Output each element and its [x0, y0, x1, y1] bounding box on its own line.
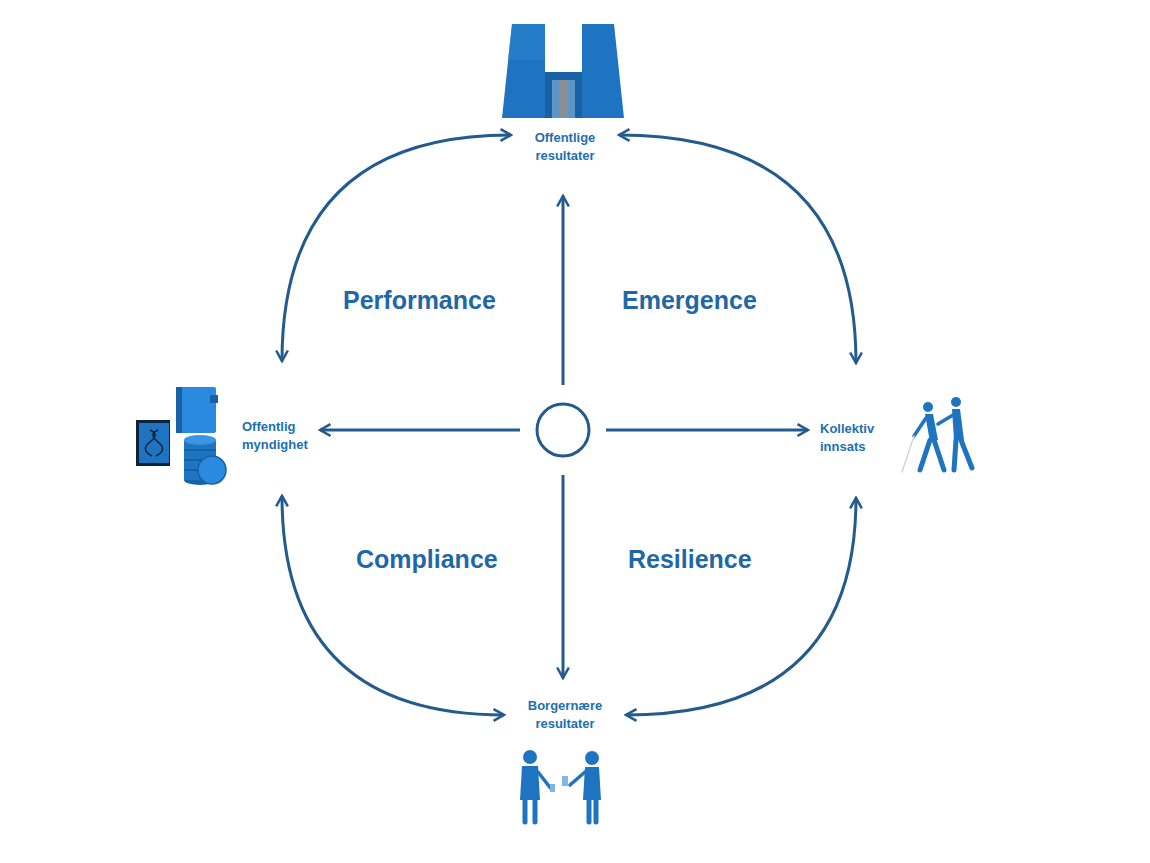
- people-walking-icon: [902, 397, 972, 472]
- authority-icon: [136, 387, 226, 485]
- curved-arrow: [619, 135, 856, 363]
- center-circle: [537, 404, 589, 456]
- arrow-left: [320, 429, 520, 432]
- arrow-right: [606, 429, 808, 432]
- quadrant-label: Performance: [343, 286, 496, 315]
- node-text: Kollektiv innsats: [820, 420, 892, 456]
- node-text: Offentlig myndighet: [242, 418, 322, 454]
- node-label: Kollektiv innsats: [818, 418, 894, 458]
- arrow-up: [562, 196, 565, 385]
- curved-arrow: [626, 498, 856, 715]
- quadrant-label: Compliance: [356, 545, 498, 574]
- node-label: Offentlig myndighet: [240, 416, 324, 456]
- quadrant-label: Resilience: [628, 545, 752, 574]
- curved-arrow: [282, 496, 504, 715]
- people-meeting-icon: [520, 750, 601, 822]
- curved-arrow: [282, 135, 511, 361]
- node-label: Borgernære resultater: [518, 695, 612, 735]
- node-label: Offentlige resultater: [521, 127, 609, 167]
- node-text: Offentlige resultater: [523, 129, 607, 165]
- building-icon: [502, 24, 624, 118]
- arrow-down: [562, 475, 565, 678]
- node-text: Borgernære resultater: [520, 697, 610, 733]
- quadrant-label: Emergence: [622, 286, 757, 315]
